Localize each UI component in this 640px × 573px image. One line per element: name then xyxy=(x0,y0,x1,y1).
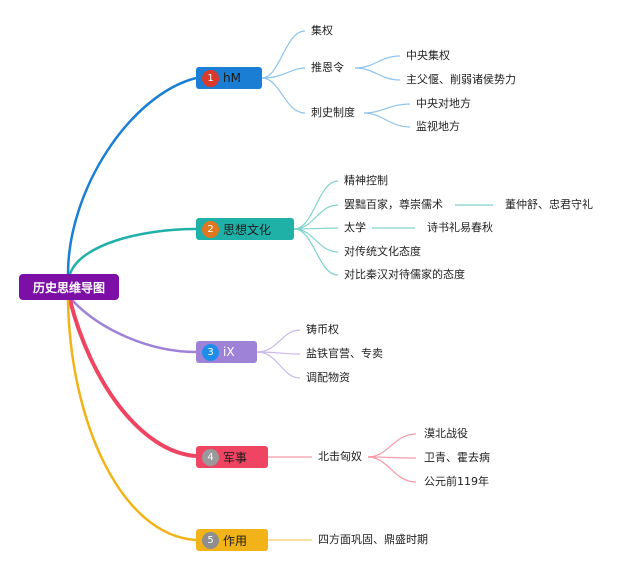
branch-1-links xyxy=(261,30,411,128)
branch-label: 军事 xyxy=(223,450,248,465)
topic-node[interactable]: 调配物资 xyxy=(306,371,350,384)
number-badge-3: 3 xyxy=(202,343,219,361)
topic-node[interactable]: 罢黜百家，尊崇儒术 xyxy=(344,198,443,211)
topic-node[interactable]: 精神控制 xyxy=(344,174,388,187)
subtopic-node[interactable]: 漠北战役 xyxy=(424,427,468,440)
number-badge-2: 2 xyxy=(202,220,219,238)
root-label: 历史思维导图 xyxy=(32,280,105,295)
topic-node[interactable]: 刺史制度 xyxy=(311,106,355,119)
link-root-branch-3 xyxy=(71,299,197,354)
subtopic-node[interactable]: 卫青、霍去病 xyxy=(424,451,490,464)
number-badge-4: 4 xyxy=(202,448,219,466)
branch-4-links xyxy=(268,433,417,483)
number-badge-1: 1 xyxy=(202,69,219,87)
subtopic-node[interactable]: 公元前119年 xyxy=(424,475,489,488)
badge-number: 4 xyxy=(207,451,214,463)
root-node[interactable]: 历史思维导图 xyxy=(19,274,119,300)
badge-number: 3 xyxy=(207,346,214,358)
branch-label: 思想文化 xyxy=(223,222,272,237)
link-root-branch-5 xyxy=(66,299,197,542)
topic-node[interactable]: 推恩令 xyxy=(311,61,344,74)
topic-node[interactable]: 对比秦汉对待儒家的态度 xyxy=(344,268,465,281)
badge-number: 2 xyxy=(207,223,214,235)
branch-node-1[interactable]: 1 hM xyxy=(196,67,262,89)
topic-node[interactable]: 集权 xyxy=(311,24,333,37)
subtopic-node[interactable]: 监视地方 xyxy=(416,120,460,133)
branch-label: 作用 xyxy=(223,533,248,548)
topic-node[interactable]: 太学 xyxy=(344,221,366,234)
topic-node[interactable]: 四方面巩固、鼎盛时期 xyxy=(318,533,428,546)
link-root-branch-4 xyxy=(68,299,197,458)
branch-3-links xyxy=(256,329,301,379)
subtopic-node[interactable]: 主父偃、削弱诸侯势力 xyxy=(406,73,516,86)
link-root-branch-2 xyxy=(68,227,197,275)
topic-node[interactable]: 盐铁官营、专卖 xyxy=(306,347,383,360)
link-root-branch-1 xyxy=(66,76,197,275)
branch-node-5[interactable]: 5 作用 xyxy=(196,529,268,551)
branch-label: hM xyxy=(223,71,241,85)
topic-node[interactable]: 对传统文化态度 xyxy=(344,245,421,258)
branch-2-links xyxy=(293,180,493,276)
subtopic-node[interactable]: 中央对地方 xyxy=(416,97,471,110)
topic-node[interactable]: 北击匈奴 xyxy=(318,450,362,463)
branch-node-3[interactable]: 3 iX xyxy=(196,341,257,363)
subtopic-node[interactable]: 董仲舒、忠君守礼 xyxy=(505,198,593,211)
badge-number: 1 xyxy=(207,72,214,84)
branch-label: iX xyxy=(223,345,235,359)
topic-node[interactable]: 铸币权 xyxy=(306,323,339,336)
subtopic-node[interactable]: 诗书礼易春秋 xyxy=(427,221,493,234)
number-badge-5: 5 xyxy=(202,531,219,549)
badge-number: 5 xyxy=(207,534,214,546)
branch-node-4[interactable]: 4 军事 xyxy=(196,446,268,468)
branch-node-2[interactable]: 2 思想文化 xyxy=(196,218,294,240)
subtopic-node[interactable]: 中央集权 xyxy=(406,49,450,62)
